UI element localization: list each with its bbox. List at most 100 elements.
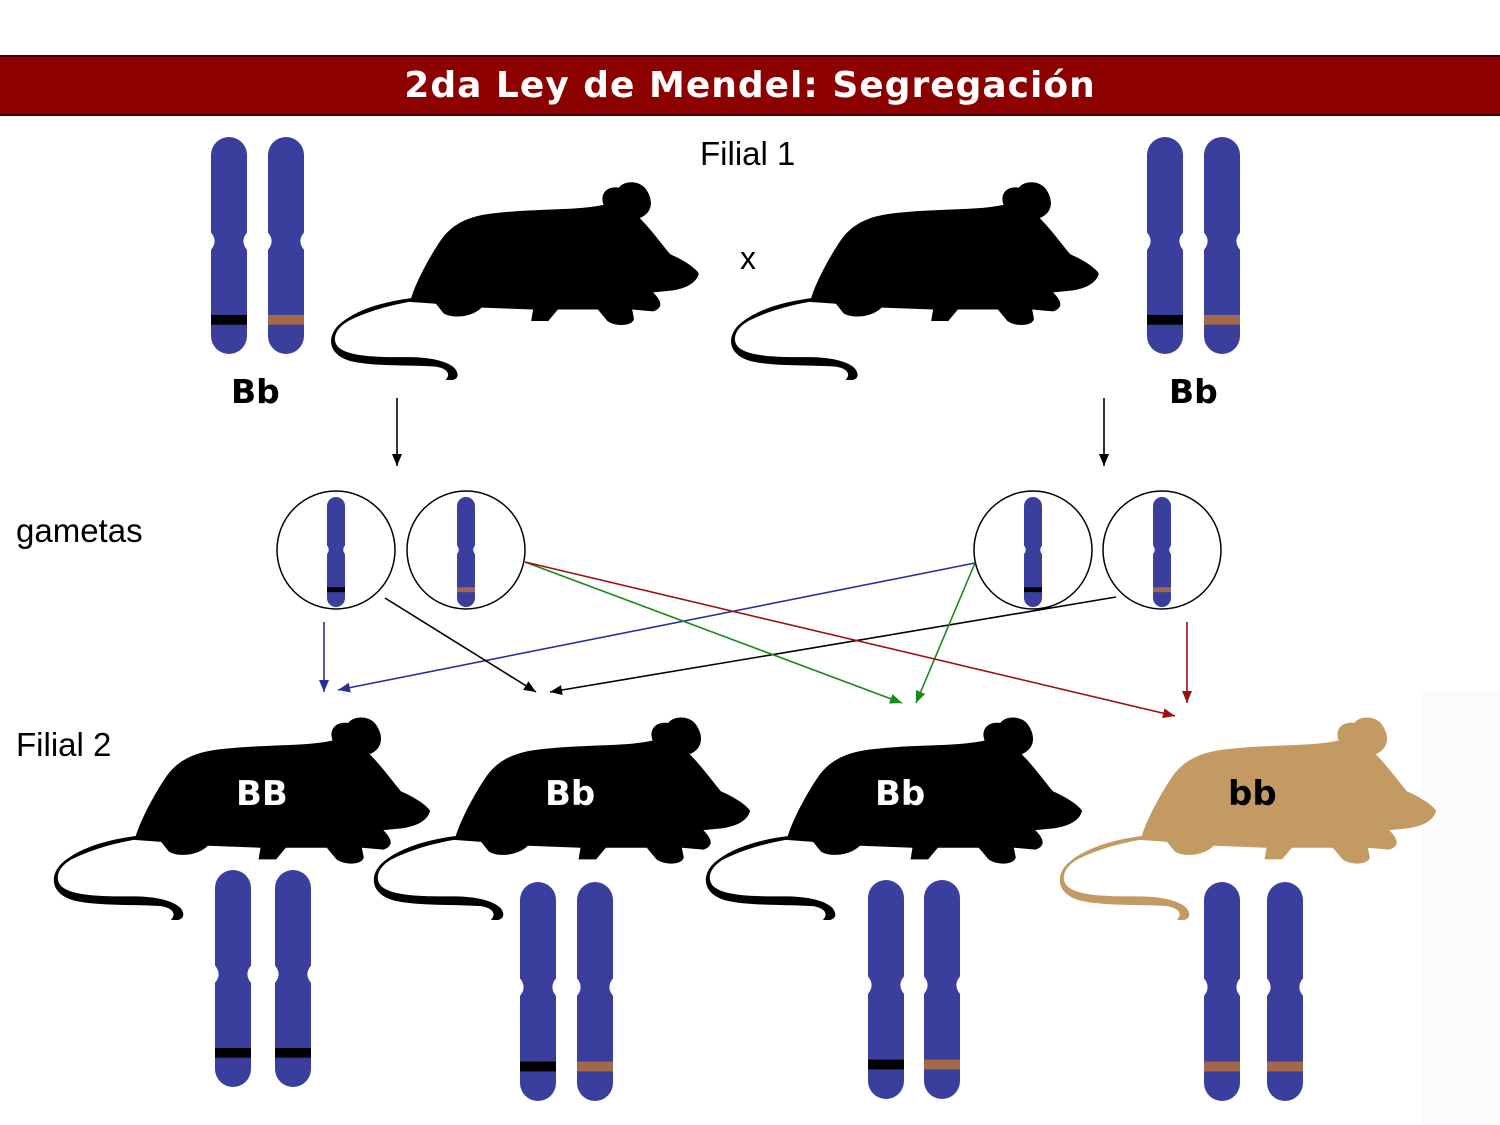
gamete-chromosome — [457, 497, 475, 607]
parent-right-mouse — [731, 182, 1099, 380]
offspring-2-chromosomes — [520, 882, 613, 1101]
allele-band — [1204, 1061, 1240, 1072]
gamete-2 — [406, 490, 526, 610]
cross-symbol: x — [740, 240, 756, 276]
arrow-head — [523, 681, 536, 692]
allele-band — [327, 587, 345, 593]
offspring-2-genotype: Bb — [545, 774, 596, 814]
arrow-head — [338, 682, 351, 693]
chromosome-right — [275, 870, 311, 1087]
gamete-4 — [1102, 490, 1222, 610]
chromosome-left — [1204, 882, 1240, 1101]
page-title: 2da Ley de Mendel: Segregación — [404, 65, 1096, 106]
parent-left-arrow — [392, 398, 402, 466]
offspring-1-genotype: BB — [236, 774, 288, 814]
allele-band — [215, 1047, 251, 1058]
chromosome-body — [215, 870, 251, 1087]
arrow-head — [1182, 691, 1192, 703]
chromosome-body — [577, 882, 613, 1101]
gamete-chromosome — [1153, 497, 1171, 607]
arrow-line — [549, 596, 1117, 693]
allele-band — [1267, 1061, 1303, 1072]
gamete-chromosome — [327, 497, 345, 607]
parent-right-chromosomes — [1147, 137, 1240, 354]
chromosome-body — [1153, 497, 1171, 607]
parent-right-genotype: Bb — [1169, 372, 1218, 411]
chromosome-right — [268, 137, 304, 354]
parent-left-mouse — [331, 182, 699, 380]
chromosome-body — [1024, 497, 1042, 607]
gamete-chromosome — [1024, 497, 1042, 607]
arrow-line — [524, 561, 903, 704]
cross-arrow-green-right — [915, 562, 976, 704]
chromosome-left — [215, 870, 251, 1087]
gamete-3 — [973, 490, 1093, 610]
arrow-head — [319, 680, 329, 692]
chromosome-left — [868, 880, 904, 1099]
cross-arrow-black-right — [549, 596, 1117, 695]
chromosome-right — [924, 880, 960, 1099]
chromosome-body — [924, 880, 960, 1099]
cross-arrow-red-diag — [524, 561, 1176, 719]
arrow-line — [524, 561, 1176, 717]
cross-arrow-blue — [337, 562, 976, 693]
cross-arrow-red-down — [1182, 622, 1192, 703]
allele-band — [1147, 314, 1183, 325]
offspring-3-chromosomes — [868, 880, 960, 1099]
arrows-layer — [319, 398, 1192, 719]
allele-band — [1153, 587, 1171, 593]
gametes-label: gametas — [16, 512, 143, 549]
allele-band — [211, 314, 247, 325]
chromosome-right — [577, 882, 613, 1101]
chromosome-right — [1267, 882, 1303, 1101]
arrow-head — [1099, 454, 1109, 466]
parent-left-chromosomes — [211, 137, 304, 354]
arrow-line — [915, 562, 976, 704]
arrow-head — [1162, 708, 1175, 719]
arrow-head — [550, 685, 563, 695]
allele-band — [577, 1061, 613, 1072]
parent-left-genotype: Bb — [231, 372, 280, 411]
chromosome-body — [1204, 882, 1240, 1101]
chromosome-body — [868, 880, 904, 1099]
offspring-4-chromosomes — [1204, 882, 1303, 1101]
chromosome-left — [211, 137, 247, 354]
chromosomes-layer — [211, 137, 1303, 1101]
arrow-head — [889, 694, 902, 704]
chromosome-body — [327, 497, 345, 607]
allele-band — [868, 1059, 904, 1070]
cross-arrow-blue-down — [319, 622, 329, 692]
gamete-1 — [276, 490, 396, 610]
arrow-head — [392, 454, 402, 466]
chromosome-body — [1147, 137, 1183, 354]
allele-band — [520, 1061, 556, 1072]
cross-arrow-green-left — [524, 561, 903, 704]
allele-band — [268, 314, 304, 325]
offspring-3-genotype: Bb — [875, 774, 926, 814]
chromosome-left — [520, 882, 556, 1101]
offspring-4-genotype: bb — [1228, 774, 1277, 814]
allele-band — [457, 587, 475, 593]
arrow-line — [337, 562, 976, 691]
offspring-1-chromosomes — [215, 870, 311, 1087]
gametes-layer — [276, 490, 1222, 610]
background-shade — [1422, 690, 1500, 1125]
filial1-label: Filial 1 — [700, 135, 796, 172]
chromosome-body — [211, 137, 247, 354]
chromosome-left — [1147, 137, 1183, 354]
allele-band — [924, 1059, 960, 1070]
offspring-2-mouse — [373, 717, 751, 920]
chromosome-body — [1204, 137, 1240, 354]
cross-arrow-black-left — [384, 597, 537, 693]
offspring-4-mouse — [1059, 717, 1437, 920]
chromosome-body — [268, 137, 304, 354]
chromosome-body — [1267, 882, 1303, 1101]
chromosome-body — [520, 882, 556, 1101]
chromosome-body — [457, 497, 475, 607]
chromosome-right — [1204, 137, 1240, 354]
filial2-label: Filial 2 — [16, 726, 112, 763]
allele-band — [275, 1047, 311, 1058]
chromosome-body — [275, 870, 311, 1087]
allele-band — [1024, 587, 1042, 593]
